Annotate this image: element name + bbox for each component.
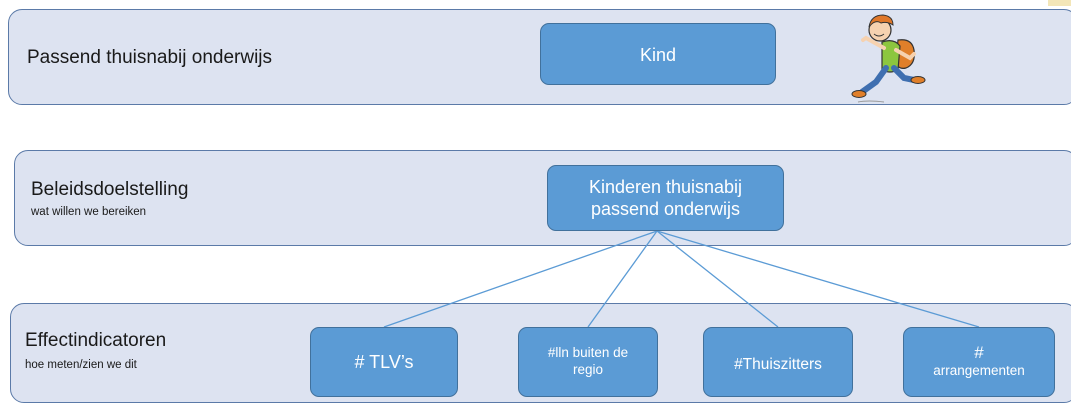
node-indicator-tlv: # TLV’s	[310, 327, 458, 397]
running-child-icon	[851, 14, 926, 103]
node-kind: Kind	[540, 23, 776, 85]
row2-title: Beleidsdoelstelling	[31, 179, 189, 200]
row-beleidsdoelstelling: Beleidsdoelstelling wat willen we bereik…	[14, 150, 1071, 246]
node-tlv-label: # TLV’s	[354, 351, 414, 372]
node-arr-line2: arrangementen	[933, 362, 1025, 378]
node-lln-line1: #lln buiten de	[547, 345, 629, 361]
row1-title: Passend thuisnabij onderwijs	[27, 47, 273, 68]
row2-subtitle: wat willen we bereiken	[31, 206, 147, 218]
node-indicator-lln-buiten-regio: #lln buiten de regio	[518, 327, 658, 397]
row3-subtitle: hoe meten/zien we dit	[25, 359, 137, 371]
node-indicator-arrangementen: # arrangementen	[903, 327, 1055, 397]
node-lln-line2: regio	[572, 362, 603, 377]
node-doel-line2: passend onderwijs	[590, 199, 741, 219]
node-beleidsdoelstelling: Kinderen thuisnabij passend onderwijs	[547, 165, 784, 231]
corner-decoration	[1048, 0, 1071, 6]
node-doel-line1: Kinderen thuisnabij	[588, 176, 743, 197]
node-thuis-label: #Thuiszitters	[734, 356, 822, 374]
node-indicator-thuiszitters: #Thuiszitters	[703, 327, 853, 397]
node-kind-label: Kind	[639, 45, 677, 65]
row3-title: Effectindicatoren	[25, 330, 167, 351]
node-arr-line1: #	[974, 343, 984, 363]
